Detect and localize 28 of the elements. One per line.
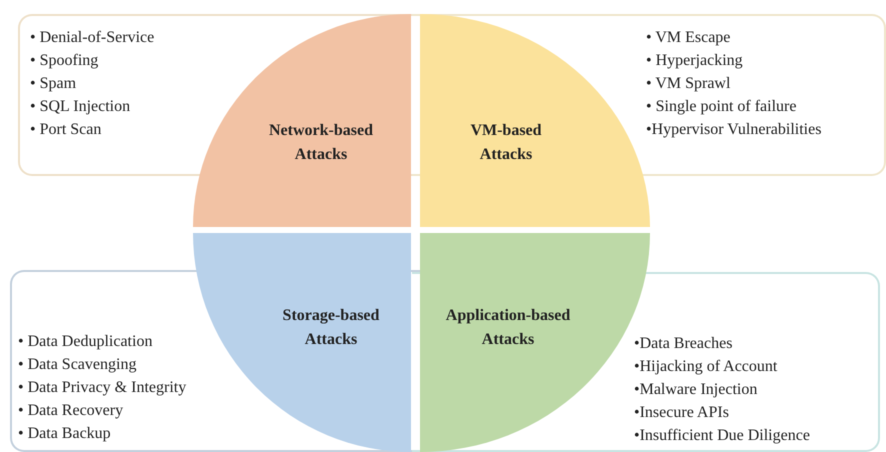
list-item: • Spoofing	[30, 51, 100, 71]
list-item: •Insecure APIs	[634, 403, 730, 423]
list-item: • Spam	[30, 74, 78, 94]
list-item: •Hijacking of Account	[634, 357, 778, 377]
sector-heading: Storage-based Attacks	[282, 306, 380, 350]
list-item: • Single point of failure	[646, 97, 798, 117]
list-item: • Data Deduplication	[18, 332, 154, 352]
list-item: •Hypervisor Vulnerabilities	[646, 120, 822, 140]
list-item: • Data Recovery	[18, 401, 124, 421]
list-item: •Data Breaches	[634, 334, 734, 354]
list-item: •Insufficient Due Diligence	[634, 426, 810, 446]
list-item: •Malware Injection	[634, 380, 758, 400]
list-item: • Denial-of-Service	[30, 28, 154, 48]
list-panel	[18, 14, 198, 176]
list-item: • SQL Injection	[30, 97, 132, 117]
list-panel	[630, 272, 880, 452]
list-item: • Data Backup	[18, 424, 112, 444]
list-item: • VM Escape	[646, 28, 732, 48]
list-item: • Hyperjacking	[646, 51, 744, 71]
list-item: • VM Sprawl	[646, 74, 732, 94]
list-panel	[10, 270, 200, 452]
list-item: • Port Scan	[30, 120, 102, 140]
list-item: • Data Privacy & Integrity	[18, 378, 186, 398]
sector-heading: VM-based Attacks	[469, 121, 543, 165]
sector-heading: Network-based Attacks	[268, 121, 374, 165]
sector-heading: Application-based Attacks	[444, 306, 572, 350]
list-panel	[632, 14, 886, 176]
list-item: • Data Scavenging	[18, 355, 138, 375]
